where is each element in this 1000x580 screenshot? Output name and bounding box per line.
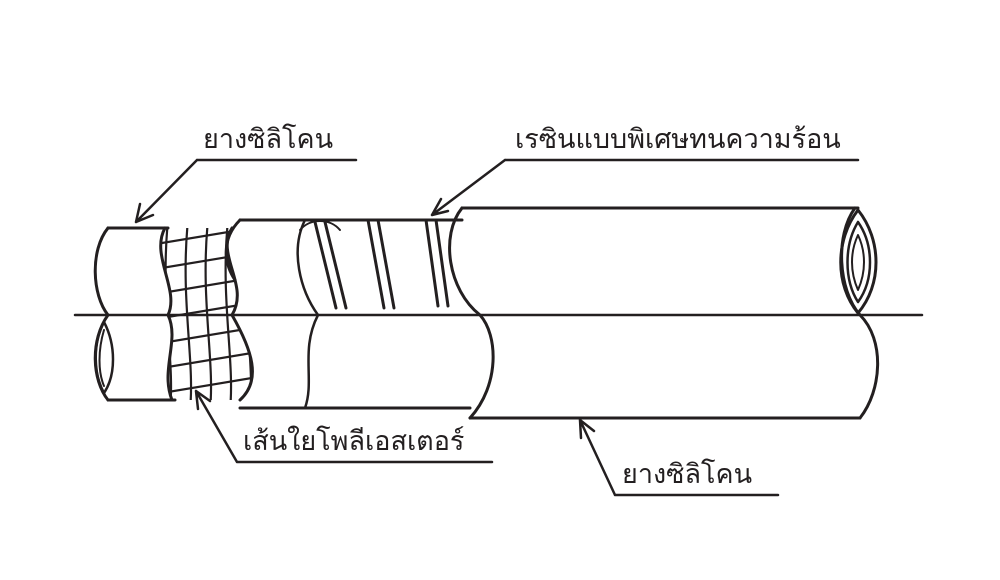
outer-silicone-layer [448,206,880,420]
label-inner-silicone: ยางซิลิโคน [203,124,334,155]
leader-lines [134,158,860,497]
inner-silicone-layer [93,226,177,402]
label-heat-resistant-resin: เรซินแบบพิเศษทนความร้อน [515,124,841,155]
label-outer-silicone: ยางซิลิโคน [622,459,753,490]
label-polyester-fiber: เส้นใยโพลีเอสเตอร์ [243,426,465,457]
braid-outline [159,226,174,402]
resin-layer [224,218,472,410]
